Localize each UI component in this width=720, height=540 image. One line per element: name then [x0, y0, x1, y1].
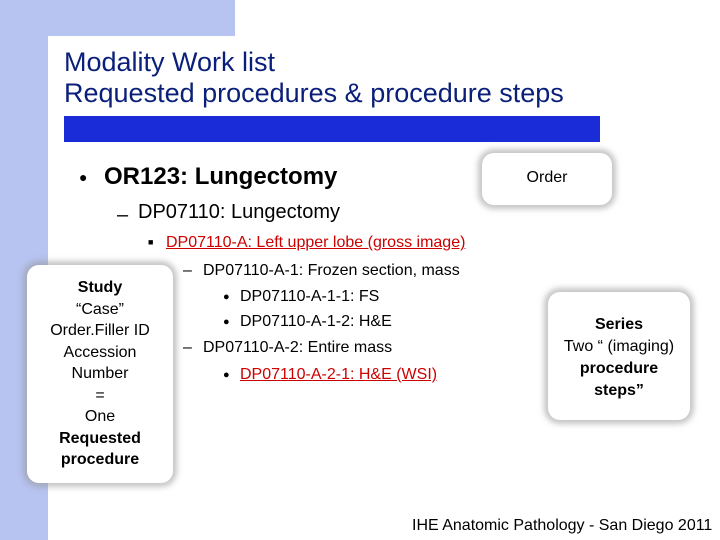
- callout-filler-line: Order.Filler ID: [50, 322, 150, 339]
- callout-procedure-line: procedure: [60, 451, 140, 468]
- order-callout-label: Order: [526, 169, 568, 186]
- top-decor-band: [0, 0, 235, 36]
- step-a11-bullet: DP07110-A-1-1: FS: [240, 288, 380, 305]
- dash-icon: –: [183, 262, 192, 279]
- callout-accession-line: Accession: [63, 343, 137, 361]
- step-a-link[interactable]: DP07110-A: Left upper lobe (gross image): [166, 234, 466, 251]
- callout-requested-line: Requested: [59, 429, 141, 447]
- callout-number-line: Number: [71, 365, 129, 382]
- title-underline-bar: [64, 116, 600, 142]
- series-line-3: procedure: [579, 360, 659, 377]
- series-line-1: Series: [594, 316, 644, 333]
- callout-equals-line: =: [95, 386, 105, 404]
- dash-icon: –: [183, 339, 192, 356]
- bullet-dot-icon: ●: [223, 291, 230, 303]
- series-line-4: steps”: [594, 382, 644, 399]
- step-a2-bullet: DP07110-A-2: Entire mass: [203, 339, 393, 356]
- step-a21-link[interactable]: DP07110-A-2-1: H&E (WSI): [240, 366, 438, 383]
- step-a12-bullet: DP07110-A-1-2: H&E: [240, 313, 392, 330]
- dash-icon: –: [117, 204, 129, 226]
- order-bullet: OR123: Lungectomy: [104, 163, 338, 190]
- order-callout: Order: [482, 153, 612, 205]
- slide-footer: IHE Anatomic Pathology - San Diego 2011: [412, 517, 713, 534]
- series-callout: Series Two “ (imaging) procedure steps”: [548, 292, 690, 420]
- bullet-dot-icon: ●: [223, 369, 230, 381]
- title-line-1: Modality Work list: [64, 47, 276, 77]
- bullet-dot-icon: ●: [223, 316, 230, 328]
- procedure-bullet: DP07110: Lungectomy: [138, 201, 340, 223]
- callout-one-line: One: [84, 408, 116, 425]
- series-line-2: Two “ (imaging): [563, 338, 675, 355]
- callout-case-line: “Case”: [75, 300, 124, 318]
- step-a1-bullet: DP07110-A-1: Frozen section, mass: [203, 262, 460, 279]
- study-callout: Study “Case” Order.Filler ID Accession N…: [27, 265, 173, 483]
- title-line-2: Requested procedures & procedure steps: [64, 78, 564, 108]
- slide-title: Modality Work list Requested procedures …: [64, 47, 564, 109]
- square-bullet-icon: ■: [148, 237, 154, 247]
- callout-study-line: Study: [77, 279, 123, 296]
- bullet-dot-icon: ●: [79, 169, 88, 185]
